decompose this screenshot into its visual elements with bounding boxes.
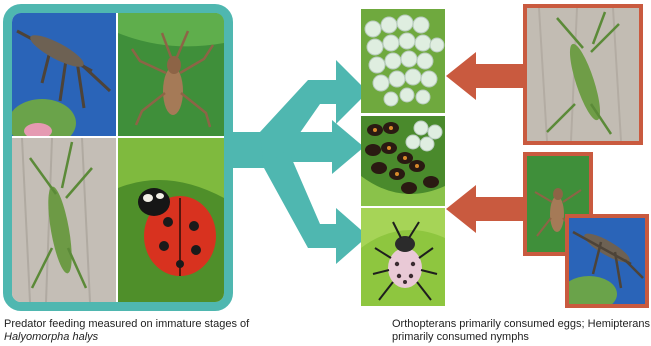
predator-photo-nymph-on-leaf: [118, 13, 224, 136]
species-name: Halyomorpha halys: [4, 331, 98, 343]
rust-arrow-to-eggs: [446, 52, 528, 100]
rust-arrow-to-nymphs: [446, 185, 528, 233]
left-caption-line1: Predator feeding measured on immature st…: [4, 318, 304, 331]
predator-grid-frame: [3, 4, 233, 311]
orthopteran-photo-frame: [523, 4, 643, 145]
teal-branching-arrows: [228, 40, 368, 280]
left-caption-line2: Halyomorpha halys: [4, 331, 304, 344]
orthopteran-photo-katydid: [527, 8, 639, 141]
predator-photo-ladybug: [118, 138, 224, 302]
prey-photo-hatched-nymphs: [361, 116, 445, 206]
predator-photo-katydid: [12, 138, 116, 302]
prey-photo-egg-mass: [361, 9, 445, 113]
right-caption-line2: primarily consumed nymphs: [392, 331, 650, 344]
hemipteran-photo-frame-front: [565, 214, 649, 308]
prey-photo-single-nymph: [361, 208, 445, 306]
hemipteran-photo-assassin-bug: [569, 218, 645, 304]
right-caption: Orthopterans primarily consumed eggs; He…: [392, 318, 650, 344]
left-caption: Predator feeding measured on immature st…: [4, 318, 304, 344]
predator-photo-assassin-bug: [12, 13, 116, 136]
right-caption-line1: Orthopterans primarily consumed eggs; He…: [392, 318, 650, 331]
